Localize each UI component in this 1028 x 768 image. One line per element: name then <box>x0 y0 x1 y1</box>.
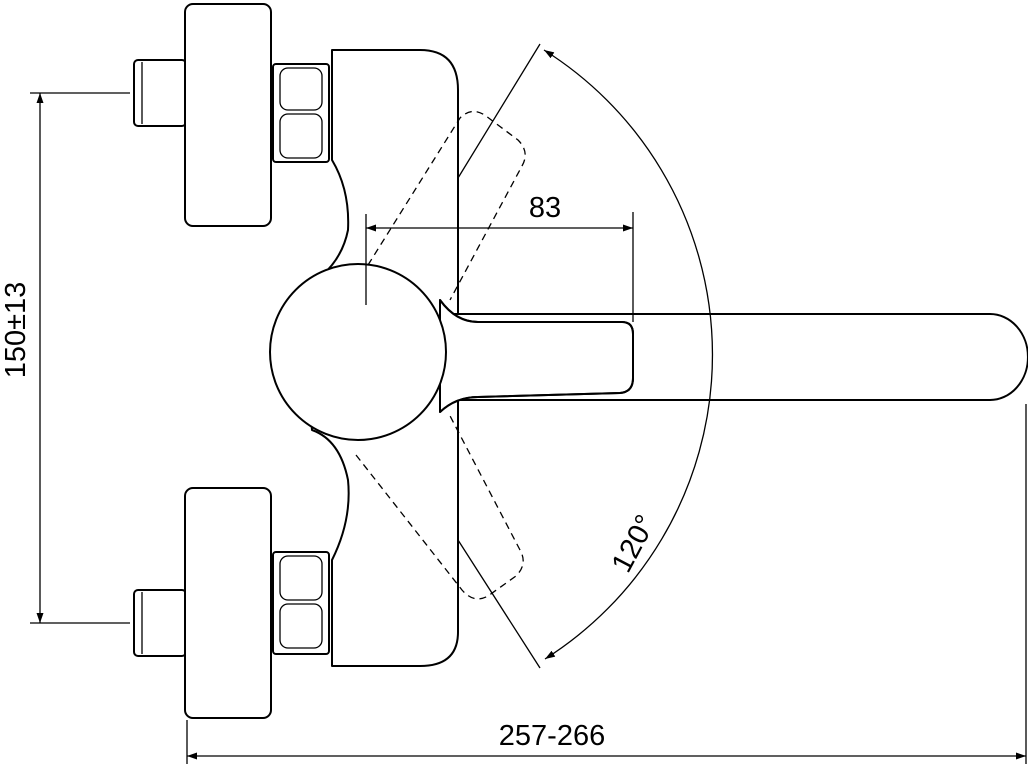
dimension-inlet-spacing: 150±13 <box>0 92 130 624</box>
upper-flange <box>184 3 272 227</box>
lower-nut <box>272 551 330 655</box>
lower-flange <box>184 487 272 719</box>
upper-nut <box>272 63 330 163</box>
lever-position-upper <box>367 110 526 301</box>
dimension-label-inlet-spacing: 150±13 <box>0 282 32 379</box>
dimension-label-lever-reach: 83 <box>529 192 561 224</box>
dimension-label-overall-length: 257-266 <box>499 720 605 752</box>
lever-rotated-positions <box>355 110 526 600</box>
dimension-overall-length: 257-266 <box>186 404 1027 764</box>
upper-connection <box>133 3 330 227</box>
lever-hub <box>269 263 447 441</box>
lower-connection <box>133 487 330 719</box>
lever-position-lower <box>355 411 524 600</box>
dimension-label-rotation-angle: 120° <box>606 510 662 578</box>
